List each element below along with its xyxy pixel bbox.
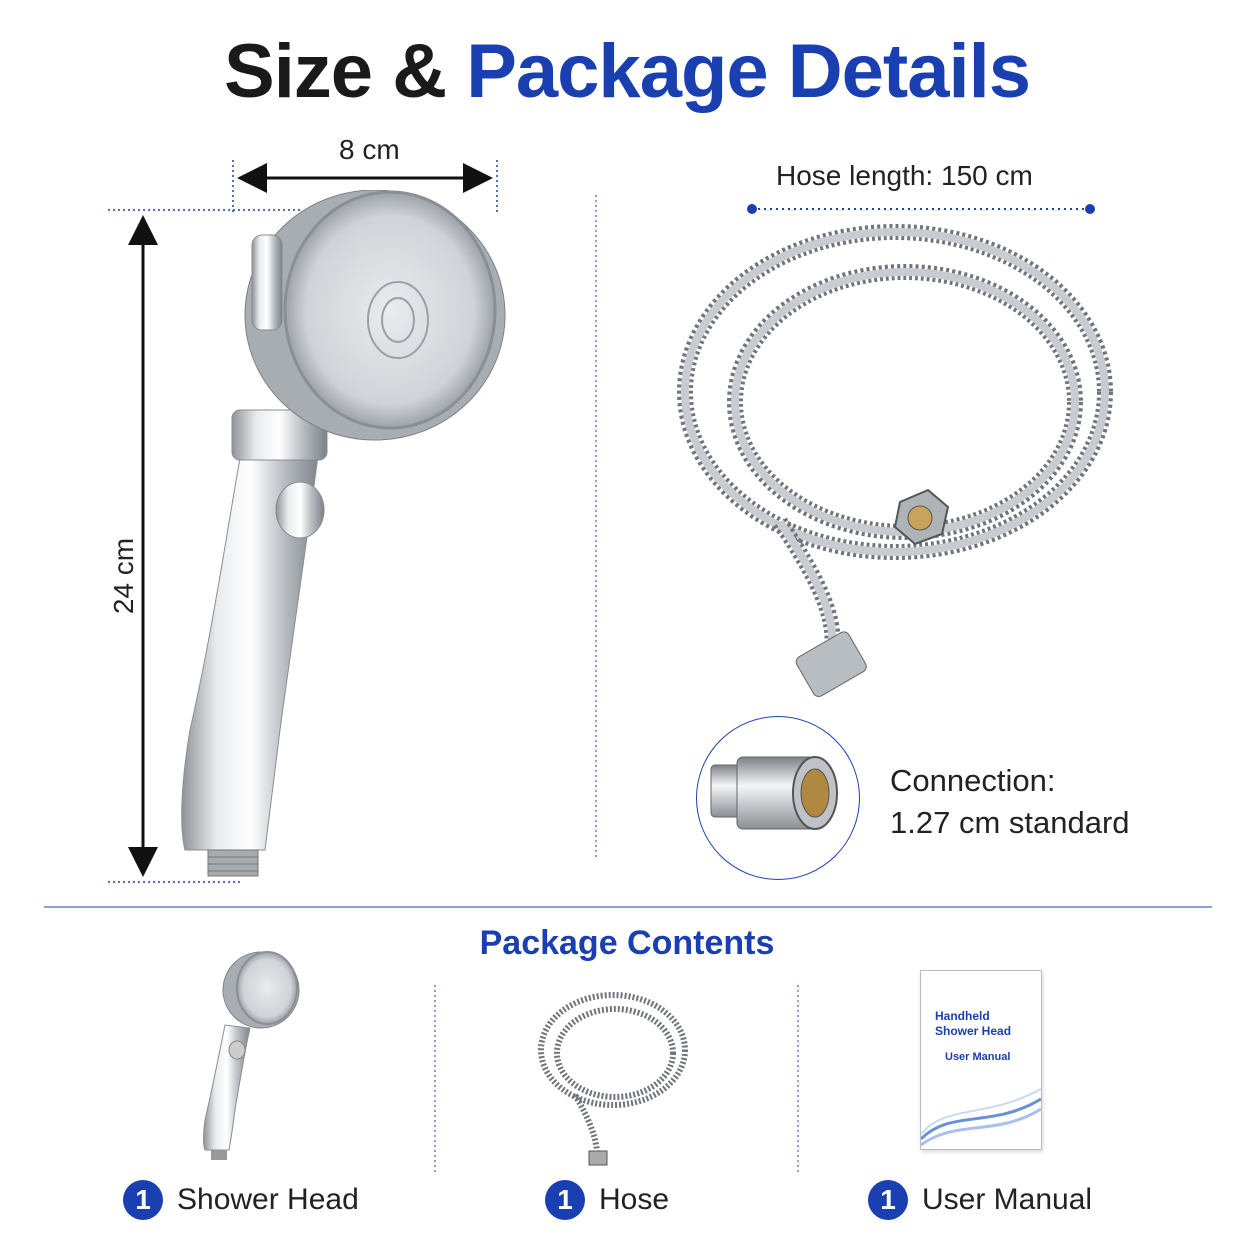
item-hose: 1 Hose <box>545 1180 669 1220</box>
title-part1: Size & <box>224 29 447 114</box>
package-shower-head-image <box>203 951 300 1160</box>
connector-image <box>710 756 838 830</box>
item-label: Shower Head <box>177 1183 359 1216</box>
connection-line1: Connection: <box>890 763 1056 798</box>
qty-badge: 1 <box>868 1180 908 1220</box>
title-part2: Package Details <box>466 29 1031 114</box>
manual-wave-graphic <box>921 1088 1041 1147</box>
manual-title-line1: Handheld <box>935 1009 990 1023</box>
item-label: Hose <box>599 1183 670 1216</box>
manual-title-line2: Shower Head <box>935 1024 1012 1038</box>
page-title: Size & Package Details <box>0 28 1254 115</box>
item-label: User Manual <box>922 1183 1093 1216</box>
item-shower-head: 1 Shower Head <box>123 1180 359 1220</box>
height-label: 24 cm <box>108 537 139 615</box>
qty-badge: 1 <box>123 1180 163 1220</box>
manual-subtitle: User Manual <box>945 1051 1011 1063</box>
qty-badge: 1 <box>545 1180 585 1220</box>
connection-line2: 1.27 cm standard <box>890 805 1130 840</box>
package-contents-title: Package Contents <box>479 924 775 962</box>
item-user-manual: 1 User Manual <box>868 1180 1092 1220</box>
hose-length-label: Hose length: 150 cm <box>776 160 1033 191</box>
width-label: 8 cm <box>339 134 400 165</box>
shower-head-image <box>181 190 506 877</box>
hose-image <box>677 224 1113 697</box>
connection-text: Connection: 1.27 cm standard <box>890 760 1130 844</box>
connector-callout <box>696 716 860 880</box>
manual-image: Handheld Shower Head User Manual <box>920 970 1042 1150</box>
package-hose-image <box>538 992 688 1166</box>
